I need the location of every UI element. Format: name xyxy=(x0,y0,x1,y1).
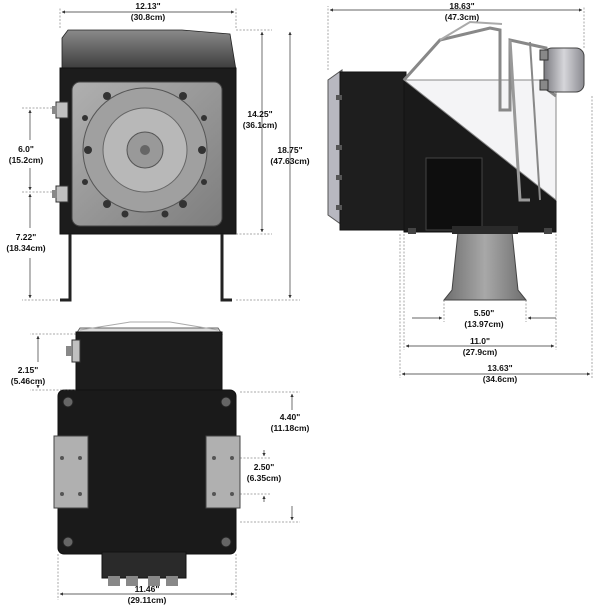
front-total-height-cm: (47.63cm) xyxy=(270,156,309,166)
top-connector-box xyxy=(101,551,187,579)
front-view: 12.13" (30.8cm) 14.25" (36.1cm) 18.75" (… xyxy=(6,1,310,302)
top-bracket-right xyxy=(205,435,241,509)
overall-length-cm: (34.6cm) xyxy=(483,374,518,384)
front-leg-right xyxy=(220,234,232,302)
connector-offset-cm: (5.46cm) xyxy=(11,376,46,386)
top-width-cm: (29.11cm) xyxy=(128,595,167,605)
leg-height-cm: (18.34cm) xyxy=(6,243,45,253)
front-total-height-in: 18.75" xyxy=(277,145,302,155)
side-head-bolts xyxy=(336,95,342,210)
front-top-housing xyxy=(61,29,237,71)
side-stand-collar xyxy=(452,226,518,234)
connector-spacing-cm: (15.2cm) xyxy=(9,155,44,165)
side-handle-top xyxy=(439,20,503,41)
side-inner-panel xyxy=(425,157,483,231)
side-rear-connectors xyxy=(539,47,585,93)
side-total-length-in: 18.63" xyxy=(449,1,474,11)
hole-spacing-cm: (6.35cm) xyxy=(247,473,282,483)
connector-spacing-in: 6.0" xyxy=(18,144,34,154)
top-pump-housing xyxy=(75,331,223,393)
bracket-spacing-cm: (11.18cm) xyxy=(271,423,310,433)
body-length-in: 11.0" xyxy=(470,336,490,346)
side-head-ring xyxy=(339,71,407,231)
top-view: 2.15" (5.46cm) 4.40" (11.18cm) 2.50" (6.… xyxy=(11,321,310,605)
side-stand xyxy=(442,231,528,301)
top-side-connector xyxy=(71,339,81,363)
front-body-height-in: 14.25" xyxy=(247,109,272,119)
front-bolts xyxy=(82,92,207,218)
top-cable-glands xyxy=(108,576,178,586)
side-total-length-cm: (47.3cm) xyxy=(445,12,480,22)
front-body-height-cm: (36.1cm) xyxy=(243,120,278,130)
stand-width-cm: (13.97cm) xyxy=(464,319,503,329)
side-frame-post xyxy=(508,39,530,202)
stand-width-in: 5.50" xyxy=(474,308,495,318)
front-width-cm: (30.8cm) xyxy=(131,12,166,22)
bracket-spacing-in: 4.40" xyxy=(280,412,301,422)
pump-center xyxy=(140,145,150,155)
leg-height-in: 7.22" xyxy=(16,232,37,242)
front-leg-left xyxy=(60,234,72,302)
top-width-in: 11.46" xyxy=(135,584,160,594)
overall-length-in: 13.63" xyxy=(487,363,512,373)
hole-spacing-in: 2.50" xyxy=(254,462,275,472)
front-connectors xyxy=(52,101,69,203)
connector-offset-in: 2.15" xyxy=(18,365,39,375)
side-view: 18.63" (47.3cm) 5.50" (13.97cm) 11.0" (2… xyxy=(327,1,593,384)
body-length-cm: (27.9cm) xyxy=(463,347,498,357)
front-width-in: 12.13" xyxy=(135,1,160,11)
top-corner-bolts xyxy=(62,396,232,548)
top-bracket-left xyxy=(53,435,89,509)
